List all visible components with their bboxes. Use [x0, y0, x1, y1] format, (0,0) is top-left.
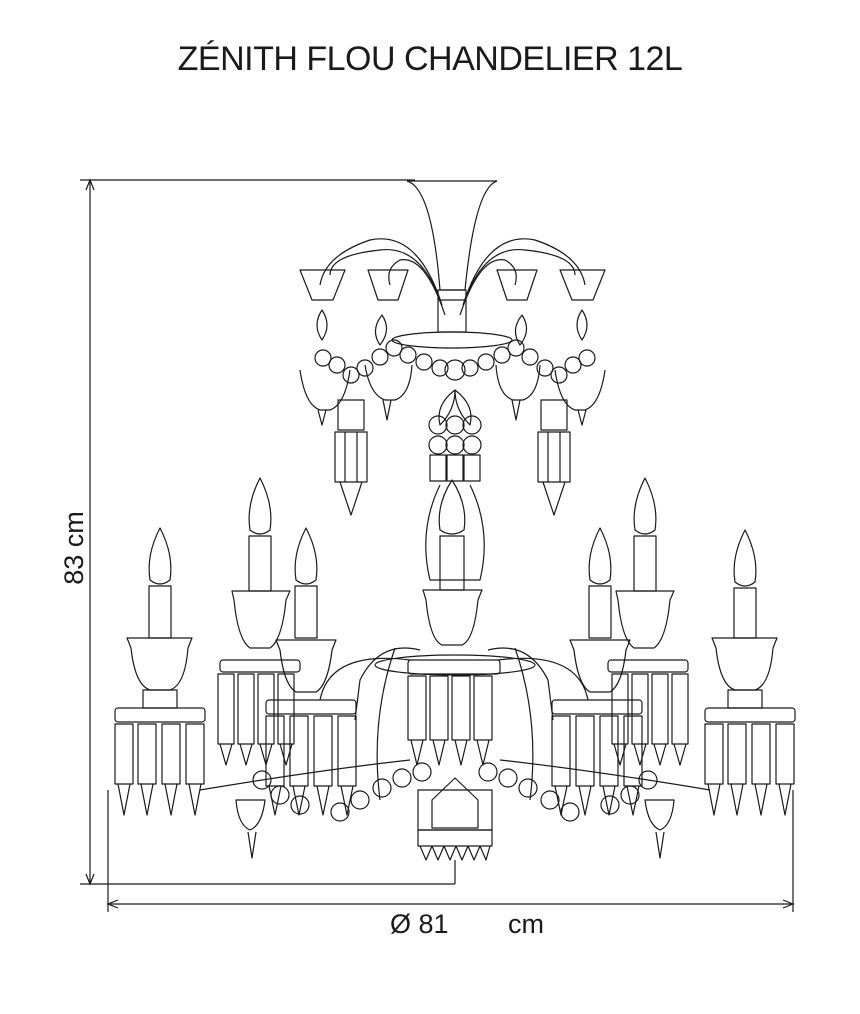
- lower-candles-right: [569, 477, 778, 709]
- upper-leaves: [316, 309, 588, 426]
- lower-candles-left: [126, 477, 337, 709]
- upper-cups: [299, 269, 606, 301]
- height-label: 83 cm: [59, 511, 89, 585]
- center-candle: [422, 479, 483, 646]
- lower-center-cup: [235, 777, 675, 861]
- central-stem: [425, 415, 485, 581]
- upper-lower-cups: [299, 364, 606, 426]
- upper-swags: [314, 339, 596, 384]
- diameter-dimension: [106, 790, 795, 912]
- diameter-unit: cm: [508, 909, 544, 939]
- upper-pendants: [334, 399, 571, 516]
- product-title: ZÉNITH FLOU CHANDELIER 12L: [177, 40, 683, 78]
- lower-bobeches: [114, 659, 796, 723]
- upper-arms: [319, 238, 586, 316]
- lower-swag: [252, 762, 658, 822]
- lower-pendants: [114, 673, 795, 816]
- ceiling-canopy: [391, 180, 513, 349]
- lower-arms: [199, 647, 711, 801]
- chandelier-outline: [114, 180, 796, 861]
- height-dimension: [80, 178, 455, 886]
- diameter-value: Ø 81: [390, 909, 449, 939]
